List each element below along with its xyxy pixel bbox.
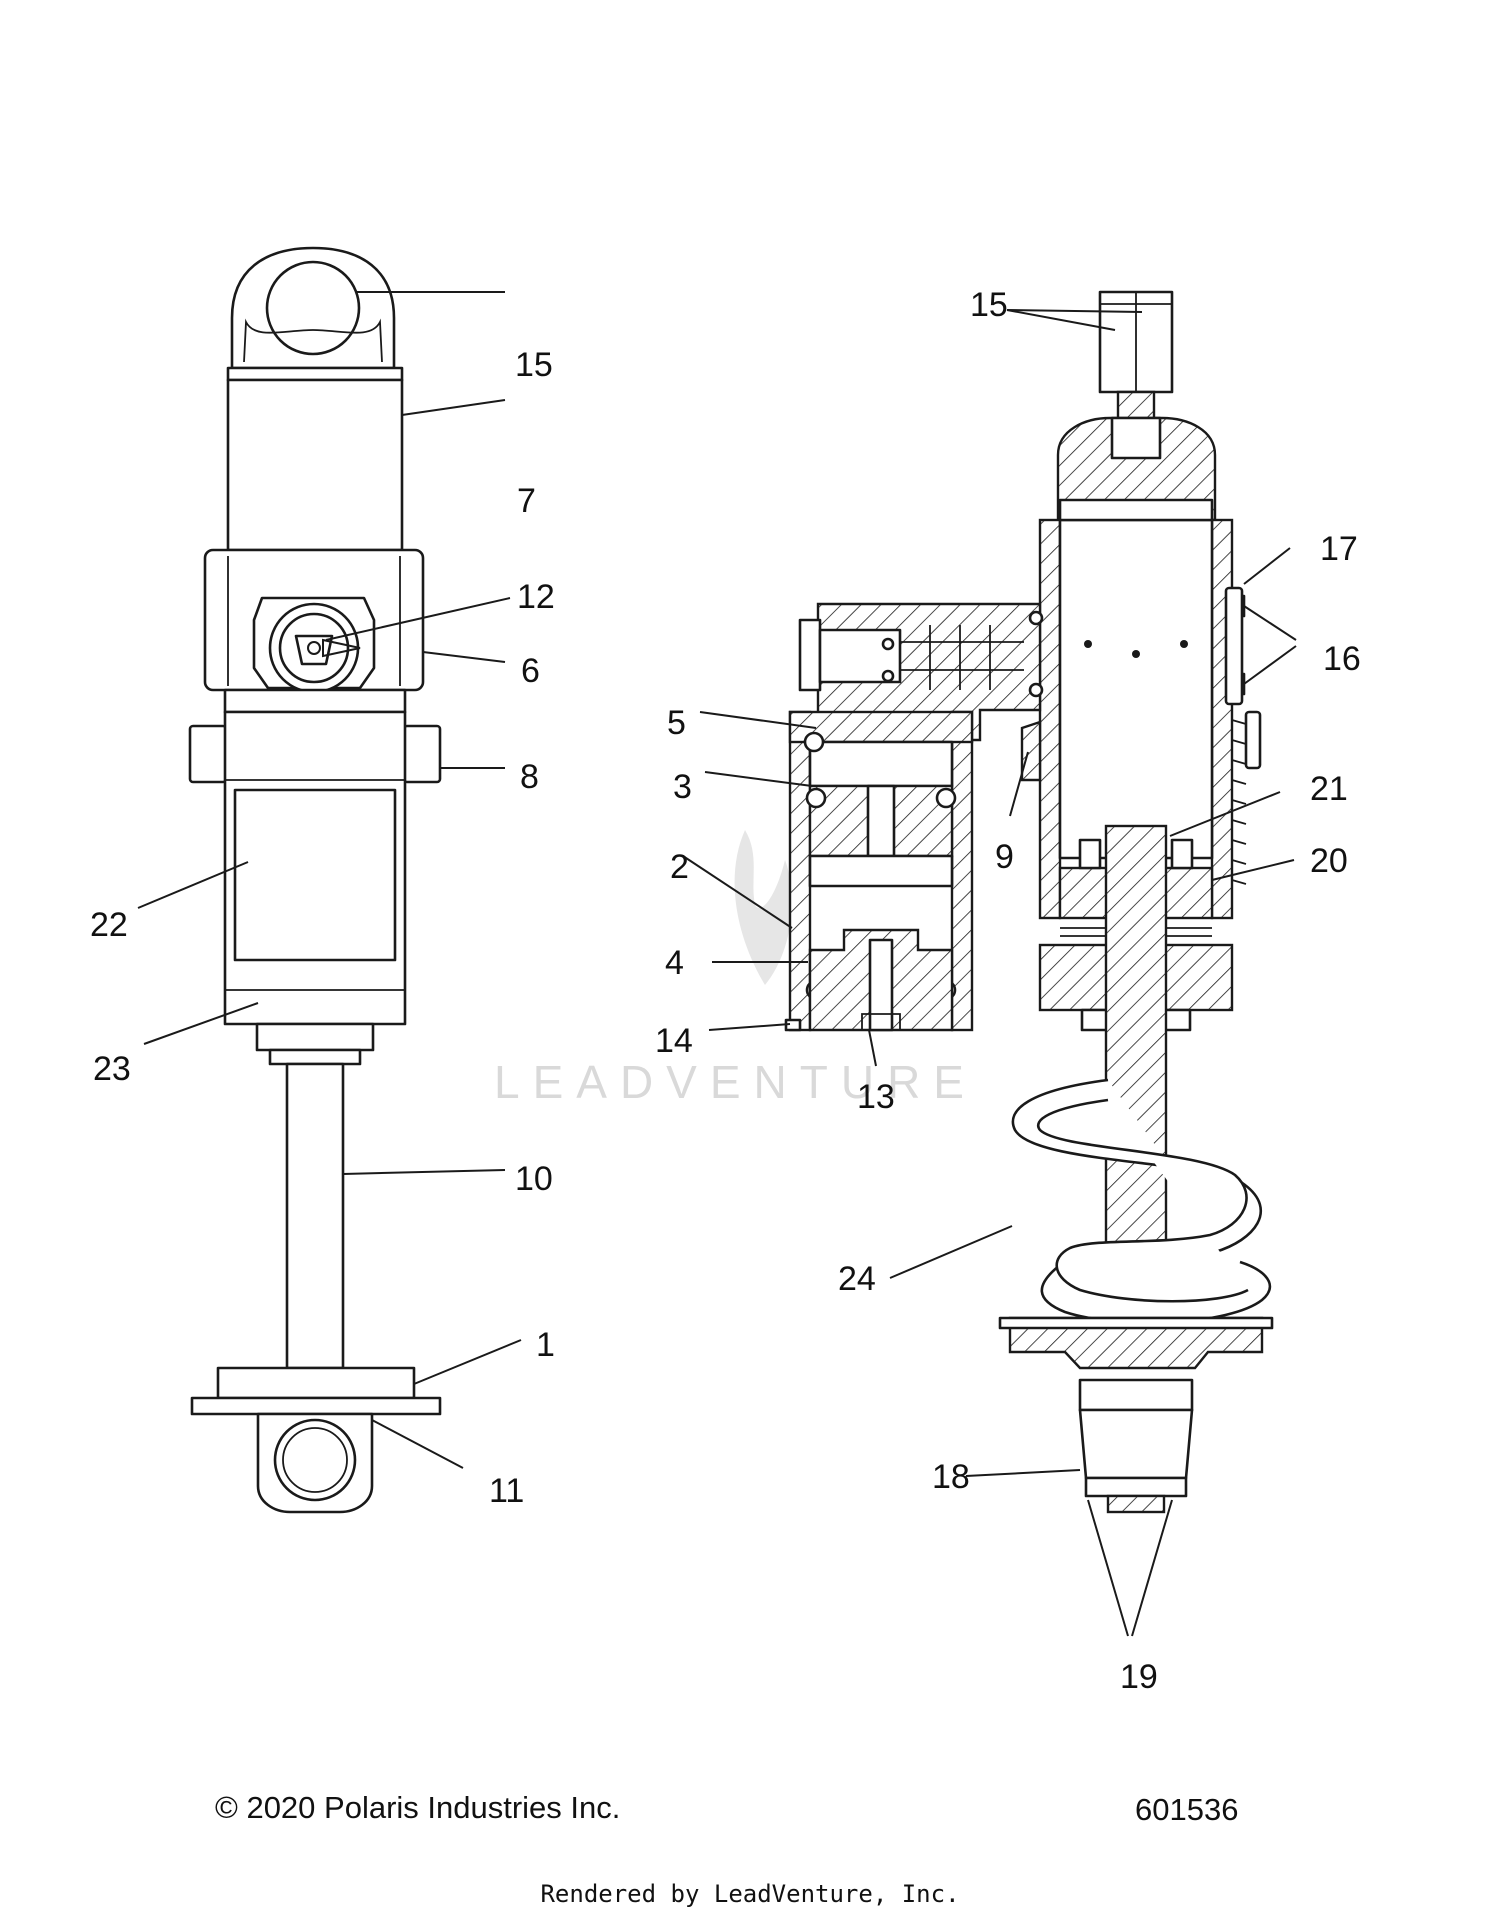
cylinder-wall-right — [1210, 518, 1234, 920]
adjuster-bore — [818, 628, 902, 684]
bottom-bushing — [1078, 1408, 1194, 1480]
spring-retainer-flange — [190, 1396, 442, 1416]
watermark-flame-icon — [734, 830, 793, 985]
watermark: LEADVENTURE — [494, 830, 977, 1108]
callout-7: 7 — [517, 482, 536, 520]
callout-1: 1 — [536, 1326, 555, 1364]
o-ring-5 — [803, 731, 825, 753]
callout-8: 8 — [520, 758, 539, 796]
callout-19: 19 — [1120, 1658, 1158, 1696]
shock-cutaway-view — [998, 290, 1274, 1514]
leader-lines — [137, 291, 1297, 1637]
copyright-notice: © 2020 Polaris Industries Inc. — [215, 1790, 621, 1825]
adjuster-cap — [798, 618, 822, 692]
callout-20: 20 — [1310, 842, 1348, 880]
shock-label-panel — [233, 788, 397, 962]
spring-retainer — [216, 1366, 416, 1400]
diagram-number: 601536 — [1135, 1792, 1239, 1827]
callout-16: 16 — [1323, 640, 1361, 678]
callout-4: 4 — [665, 944, 684, 982]
reservoir-cutaway-view — [784, 602, 1044, 1032]
cylinder-wall-left — [1038, 518, 1062, 920]
schrader-valve — [868, 938, 894, 1032]
callout-5: 5 — [667, 704, 686, 742]
top-cap-section — [1056, 416, 1217, 522]
reservoir-wall-left — [788, 710, 812, 1032]
callout-11: 11 — [489, 1472, 524, 1510]
callout-12: 12 — [517, 578, 555, 616]
callout-15-right: 15 — [970, 286, 1008, 324]
callout-22: 22 — [90, 906, 128, 944]
piston-nut — [1078, 838, 1194, 870]
body-cap-ring — [226, 366, 404, 382]
reservoir-wall-right — [950, 710, 974, 1032]
callout-14: 14 — [655, 1022, 693, 1060]
callout-2: 2 — [670, 848, 689, 886]
shock-exterior-view — [188, 246, 442, 1514]
collar-tab-right — [402, 724, 442, 784]
callout-18: 18 — [932, 1458, 970, 1496]
bottom-bushing-top — [1078, 1378, 1194, 1412]
preload-collar — [223, 688, 407, 714]
body-cap — [226, 378, 404, 552]
callout-3: 3 — [673, 768, 692, 806]
spring-retainer-section — [1008, 1316, 1264, 1370]
shaft — [285, 1062, 345, 1370]
callout-13: 13 — [857, 1078, 895, 1116]
callout-21: 21 — [1310, 770, 1348, 808]
callout-15-left: 15 — [515, 346, 553, 384]
rendered-by-credit: Rendered by LeadVenture, Inc. — [540, 1880, 960, 1908]
callout-labels: 15 7 12 6 8 22 23 10 1 11 15 17 16 5 3 2… — [90, 286, 1361, 1696]
callout-23: 23 — [93, 1050, 131, 1088]
callout-10: 10 — [515, 1160, 553, 1198]
preload-collar-section — [1020, 720, 1042, 782]
callout-17: 17 — [1320, 530, 1358, 568]
top-eyelet-hole — [265, 260, 361, 356]
bottom-eyelet-hole — [273, 1418, 357, 1502]
watermark-text: LEADVENTURE — [494, 1056, 977, 1108]
bottom-spacer — [1106, 1494, 1166, 1514]
callout-6: 6 — [521, 652, 540, 690]
cylinder-bore — [1058, 518, 1214, 860]
seal-head — [255, 1022, 375, 1052]
callout-9: 9 — [995, 838, 1014, 876]
collar-tab-left — [188, 724, 228, 784]
callout-24: 24 — [838, 1260, 876, 1298]
